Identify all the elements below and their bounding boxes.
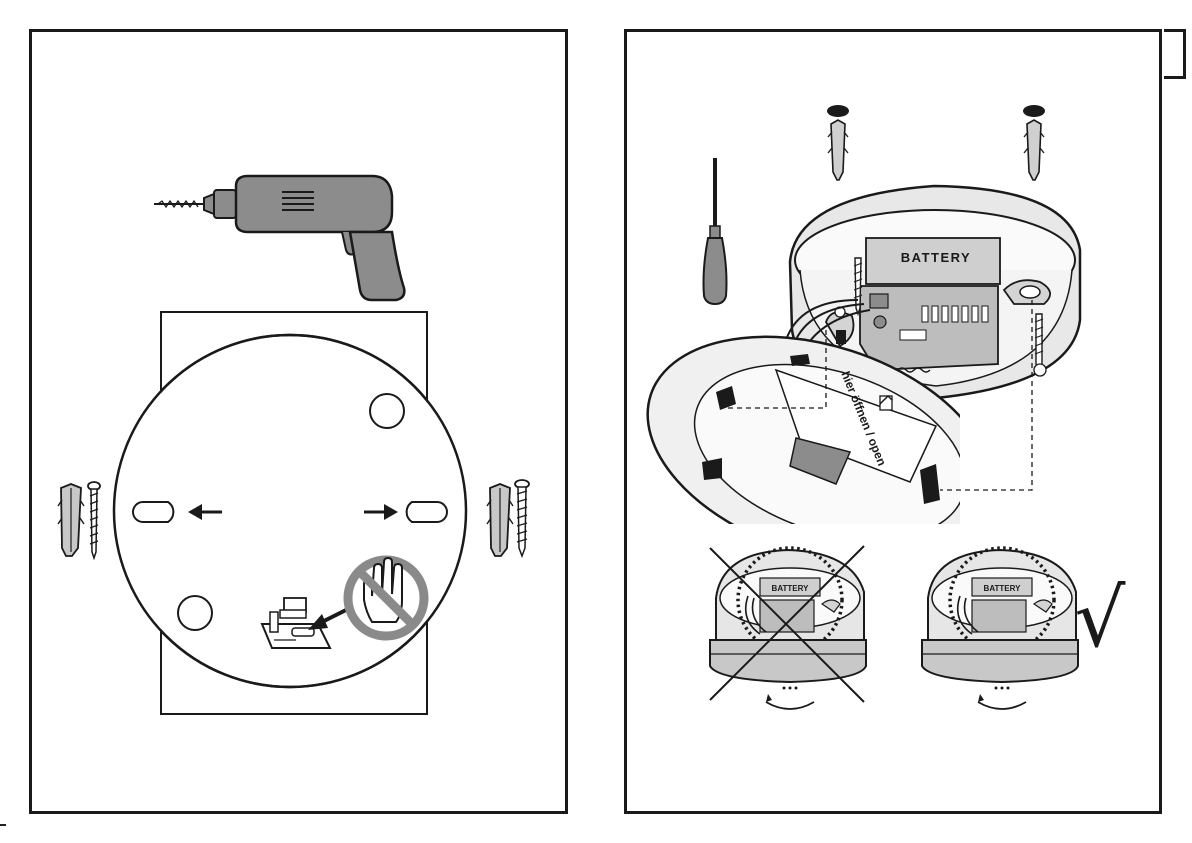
wall-plug-icon xyxy=(487,484,513,556)
screw-icon xyxy=(88,482,100,558)
check-mark-icon: √ xyxy=(1075,572,1126,665)
rotate-arrow-icon xyxy=(978,694,1026,709)
screw-icon xyxy=(515,480,529,556)
wall-plug-icon xyxy=(58,484,84,556)
screwdriver-icon xyxy=(704,158,727,304)
wall-plug-icon xyxy=(1023,105,1045,180)
incorrect-assembly-example: BATTERY xyxy=(710,548,866,690)
mounting-base-plate xyxy=(114,312,466,714)
battery-label-small: BATTERY xyxy=(984,584,1022,593)
drill-icon xyxy=(154,176,404,300)
battery-label-small: BATTERY xyxy=(772,584,810,593)
correct-assembly-example: BATTERY xyxy=(922,548,1078,690)
wall-plug-icon xyxy=(827,105,849,180)
no-touch-hand-icon xyxy=(348,558,424,636)
battery-label: BATTERY xyxy=(901,250,971,265)
rotate-arrow-icon xyxy=(766,694,814,709)
